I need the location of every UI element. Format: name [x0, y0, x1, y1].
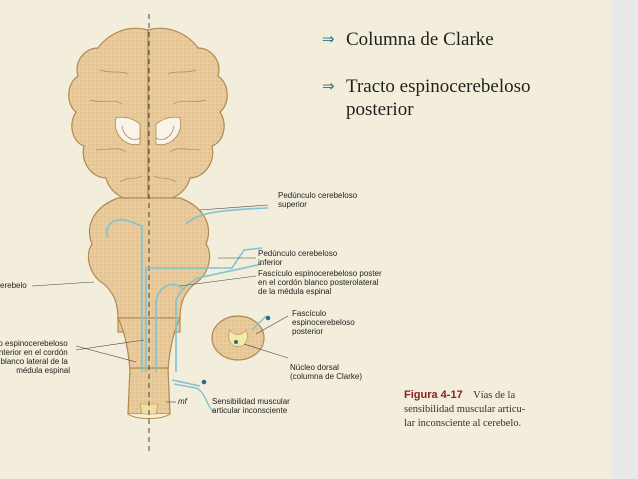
label-nucleo-dorsal: Núcleo dorsal (columna de Clarke): [290, 363, 362, 381]
double-arrow-bullet-icon: ⇒: [322, 77, 335, 95]
label-fasciculo-anterior: ículo espinocerebeloso anterior en el co…: [0, 339, 70, 375]
bullet-columna-clarke: ⇒ Columna de Clarke: [322, 28, 612, 51]
spinal-cross-section: [211, 315, 289, 361]
double-arrow-bullet-icon: ⇒: [322, 30, 335, 48]
label-cerebelo: erebelo: [0, 281, 27, 290]
cerebellum: [68, 27, 228, 202]
receptor-dot: [265, 315, 271, 321]
brainstem-diagram: Pedúnculo cerebeloso superior Pedúnculo …: [0, 14, 526, 452]
tracts: [106, 207, 269, 387]
diagram-labels: Pedúnculo cerebeloso superior Pedúnculo …: [0, 191, 384, 415]
figure-caption: Figura 4-17 Vías de la sensibilidad musc…: [404, 385, 526, 429]
label-sensibilidad: Sensibilidad muscular articular inconsci…: [212, 397, 292, 415]
sensory-fiber: [173, 383, 215, 413]
label-mf: mf: [178, 397, 188, 406]
label-fasciculo-small: Fascículo espinocerebeloso posterior: [292, 309, 357, 336]
receptor-dot: [201, 379, 207, 385]
bullet-text: Tracto espinocerebeloso posterior: [346, 75, 531, 121]
bullet-text-line-2: posterior: [346, 99, 414, 120]
caption-line-3: lar inconsciente al cerebelo.: [404, 418, 521, 429]
bullet-list: ⇒ Columna de Clarke ⇒ Tracto espinocereb…: [322, 28, 612, 145]
spinal-cord: [127, 367, 171, 419]
bullet-text: Columna de Clarke: [346, 29, 494, 50]
label-pedunculo-superior: Pedúnculo cerebeloso superior: [278, 191, 359, 209]
right-margin-bar: [612, 0, 638, 479]
leader-lines: [31, 204, 269, 403]
bullet-text-line-1: Tracto espinocerebeloso: [346, 76, 531, 97]
label-fasciculo-posterior: Fascículo espinocerebeloso poster en el …: [258, 269, 384, 296]
label-pedunculo-inferior: Pedúnculo cerebeloso inferior: [258, 249, 339, 267]
brainstem: [87, 197, 211, 371]
caption-line-2: sensibilidad muscular articu-: [404, 404, 526, 415]
bullet-tracto-espinocerebeloso: ⇒ Tracto espinocerebeloso posterior: [322, 75, 612, 121]
caption-line-1: Figura 4-17 Vías de la: [404, 385, 515, 402]
